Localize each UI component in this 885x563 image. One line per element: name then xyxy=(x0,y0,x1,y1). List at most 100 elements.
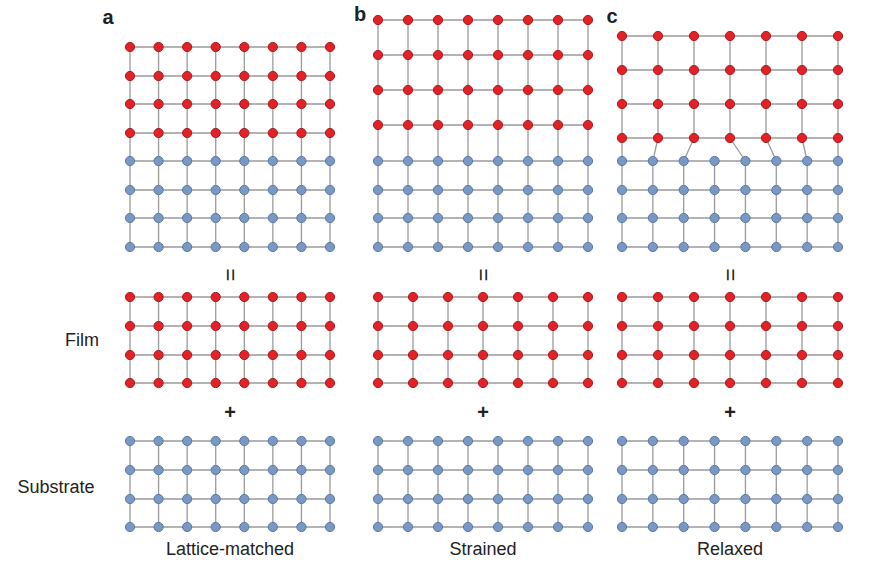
film-atom xyxy=(211,350,220,359)
lattice-bond xyxy=(527,20,528,125)
film-atom xyxy=(125,71,134,80)
substrate-atom xyxy=(433,436,442,445)
lattice-bond xyxy=(129,297,130,383)
film-atom xyxy=(268,128,277,137)
substrate-atom xyxy=(583,242,592,251)
film-atom xyxy=(240,42,249,51)
substrate-atom xyxy=(493,494,502,503)
substrate-atom xyxy=(125,213,134,222)
substrate-atom xyxy=(523,156,532,165)
film-atom xyxy=(583,321,592,330)
substrate-atom xyxy=(710,436,719,445)
film-atom xyxy=(617,350,626,359)
substrate-atom xyxy=(125,156,134,165)
film-atom xyxy=(183,321,192,330)
substrate-atom xyxy=(617,522,626,531)
film-atom xyxy=(268,350,277,359)
film-atom xyxy=(154,378,163,387)
film-atom xyxy=(478,350,487,359)
film-atom xyxy=(583,120,592,129)
substrate-atom xyxy=(583,213,592,222)
film-atom xyxy=(513,292,522,301)
substrate-atom xyxy=(211,494,220,503)
lattice-bond xyxy=(447,297,448,383)
film-atom xyxy=(689,350,698,359)
lattice-bond xyxy=(377,125,378,161)
film-atom xyxy=(583,350,592,359)
film-atom xyxy=(373,120,382,129)
substrate-atom xyxy=(648,242,657,251)
substrate-atom xyxy=(648,213,657,222)
lattice-bond xyxy=(745,161,746,247)
lattice-bond xyxy=(244,297,245,383)
lattice-bond xyxy=(587,297,588,383)
lattice-bond xyxy=(215,47,216,133)
film-atom xyxy=(154,71,163,80)
substrate-atom xyxy=(617,494,626,503)
film-atom xyxy=(125,42,134,51)
film-atom xyxy=(403,120,412,129)
film-atom xyxy=(240,378,249,387)
substrate-atom xyxy=(617,465,626,474)
film-atom xyxy=(617,292,626,301)
film-atom xyxy=(689,31,698,40)
film-atom xyxy=(797,31,806,40)
substrate-atom xyxy=(772,185,781,194)
substrate-atom xyxy=(583,436,592,445)
lattice-bond xyxy=(837,441,838,527)
substrate-atom xyxy=(297,242,306,251)
film-atom xyxy=(154,292,163,301)
substrate-atom xyxy=(772,213,781,222)
lattice-bond xyxy=(407,125,408,161)
substrate-atom xyxy=(463,242,472,251)
substrate-atom xyxy=(154,522,163,531)
film-atom xyxy=(833,99,842,108)
lattice-bond xyxy=(437,161,438,247)
film-atom xyxy=(325,292,334,301)
lattice-bond xyxy=(437,441,438,527)
lattice-bond xyxy=(129,441,130,527)
film-atom xyxy=(725,65,734,74)
lattice-bond xyxy=(437,125,438,161)
film-atom xyxy=(493,15,502,24)
film-atom xyxy=(725,378,734,387)
film-atom xyxy=(548,292,557,301)
film-atom xyxy=(443,350,452,359)
substrate-atom xyxy=(553,185,562,194)
lattice-bond xyxy=(765,36,766,138)
substrate-atom xyxy=(493,213,502,222)
substrate-atom xyxy=(373,213,382,222)
film-atom xyxy=(240,128,249,137)
substrate-atom xyxy=(772,242,781,251)
lattice-bond xyxy=(657,297,658,383)
lattice-bond xyxy=(407,441,408,527)
substrate-atom xyxy=(648,156,657,165)
substrate-atom xyxy=(679,494,688,503)
film-atom xyxy=(443,321,452,330)
lattice-bond xyxy=(527,161,528,247)
substrate-atom xyxy=(710,494,719,503)
panel-b-lattice xyxy=(373,15,592,531)
film-atom xyxy=(325,350,334,359)
substrate-atom xyxy=(154,185,163,194)
film-atom xyxy=(583,50,592,59)
substrate-atom xyxy=(125,465,134,474)
substrate-atom xyxy=(833,156,842,165)
substrate-atom xyxy=(741,156,750,165)
lattice-bond xyxy=(158,441,159,527)
plus-sign: + xyxy=(724,402,736,422)
lattice-bond xyxy=(621,36,622,138)
lattice-bond xyxy=(407,20,408,125)
film-atom xyxy=(797,133,806,142)
substrate-atom xyxy=(211,522,220,531)
film-atom xyxy=(617,321,626,330)
film-atom xyxy=(240,350,249,359)
substrate-atom xyxy=(679,436,688,445)
film-atom xyxy=(125,321,134,330)
film-atom xyxy=(833,321,842,330)
lattice-bond xyxy=(714,161,715,247)
lattice-bond xyxy=(215,441,216,527)
substrate-atom xyxy=(803,436,812,445)
substrate-atom xyxy=(833,465,842,474)
substrate-atom xyxy=(403,185,412,194)
